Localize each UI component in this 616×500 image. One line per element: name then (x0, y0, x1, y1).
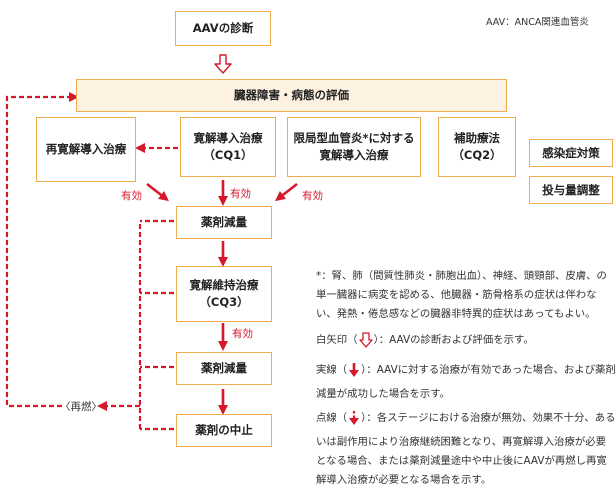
adjunct-therapy-box: 補助療法 （CQ2） (438, 117, 516, 177)
maintenance-ref: （CQ3） (199, 295, 249, 309)
adjunct-ref: （CQ2） (452, 148, 502, 162)
discontinuation-label: 薬剤の中止 (195, 423, 253, 438)
evaluation-label: 臓器障害・病態の評価 (234, 88, 349, 103)
adjunct-title: 補助療法 (454, 131, 500, 146)
re-remission-label: 再寛解導入治療 (45, 142, 127, 157)
diagnosis-label: AAVの診断 (192, 21, 254, 36)
white-legend-prefix: 白矢印（ (316, 334, 358, 346)
solid-arrow-localized-to-taper (275, 182, 298, 202)
dotted-legend-suffix: ）：各ステージにおける治療が無効、効果不十分、あるいは副作用により治療継続困難と… (316, 412, 616, 486)
localized-line2: 寛解導入治療 (319, 148, 389, 162)
dotted-legend-prefix: 点線（ (316, 412, 348, 424)
solid-legend-prefix: 実線（ (316, 364, 348, 376)
effective-label-right: 有効 (302, 190, 323, 202)
evaluation-box: 臓器障害・病態の評価 (76, 79, 507, 112)
effective-label-left: 有効 (121, 190, 142, 202)
effective-label-center: 有効 (230, 188, 251, 200)
solid-line-legend: 実線（）：AAVに対する治療が有効であった場合、および薬剤減量が成功した場合を示… (316, 361, 616, 404)
solid-legend-suffix: ）：AAVに対する治療が有効であった場合、および薬剤減量が成功した場合を示す。 (316, 364, 616, 400)
solid-arrow-left-to-taper (146, 182, 169, 202)
taper-label-2: 薬剤減量 (201, 361, 247, 376)
taper-box-1: 薬剤減量 (176, 206, 272, 239)
discontinuation-box: 薬剤の中止 (176, 414, 272, 447)
infection-control-label: 感染症対策 (542, 145, 600, 160)
localized-vasculitis-box: 限局型血管炎*に対する 寛解導入治療 (287, 117, 421, 177)
taper-label-1: 薬剤減量 (201, 215, 247, 230)
dotted-arrow-icon (348, 410, 360, 433)
footnote-text: *：腎、肺（間質性肺炎・肺胞出血）、神経、頭頸部、皮膚、の単一臓器に病変を認める… (316, 270, 607, 320)
dose-adjustment-box: 投与量調整 (529, 176, 613, 204)
remission-induction-title: 寛解導入治療 (193, 131, 263, 146)
localized-line1: 限局型血管炎*に対する (293, 131, 415, 146)
remission-induction-box: 寛解導入治療 （CQ1） (180, 117, 276, 177)
dose-adjustment-label: 投与量調整 (542, 182, 600, 197)
remission-induction-ref: （CQ1） (203, 148, 253, 162)
relapse-label: 〈再燃〉 (60, 401, 102, 413)
maintenance-title: 寛解維持治療 (189, 278, 259, 293)
infection-control-box: 感染症対策 (529, 139, 613, 167)
diagnosis-box: AAVの診断 (175, 11, 271, 46)
white-arrow-icon (358, 332, 373, 355)
abbreviation-note: AAV：ANCA関連血管炎 (486, 17, 589, 28)
dotted-line-legend: 点線（）：各ステージにおける治療が無効、効果不十分、あるいは副作用により治療継続… (316, 409, 616, 490)
maintenance-box: 寛解維持治療 （CQ3） (176, 266, 272, 322)
taper-box-2: 薬剤減量 (176, 352, 272, 385)
white-arrow-legend: 白矢印（ ）：AAVの診断および評価を示す。 (316, 331, 616, 355)
white-arrow-diagnosis-evaluation (214, 54, 232, 74)
solid-arrow-icon (348, 362, 360, 385)
white-legend-suffix: ）：AAVの診断および評価を示す。 (373, 334, 534, 346)
re-remission-box: 再寛解導入治療 (36, 117, 136, 182)
effective-label-maintenance: 有効 (232, 328, 253, 340)
